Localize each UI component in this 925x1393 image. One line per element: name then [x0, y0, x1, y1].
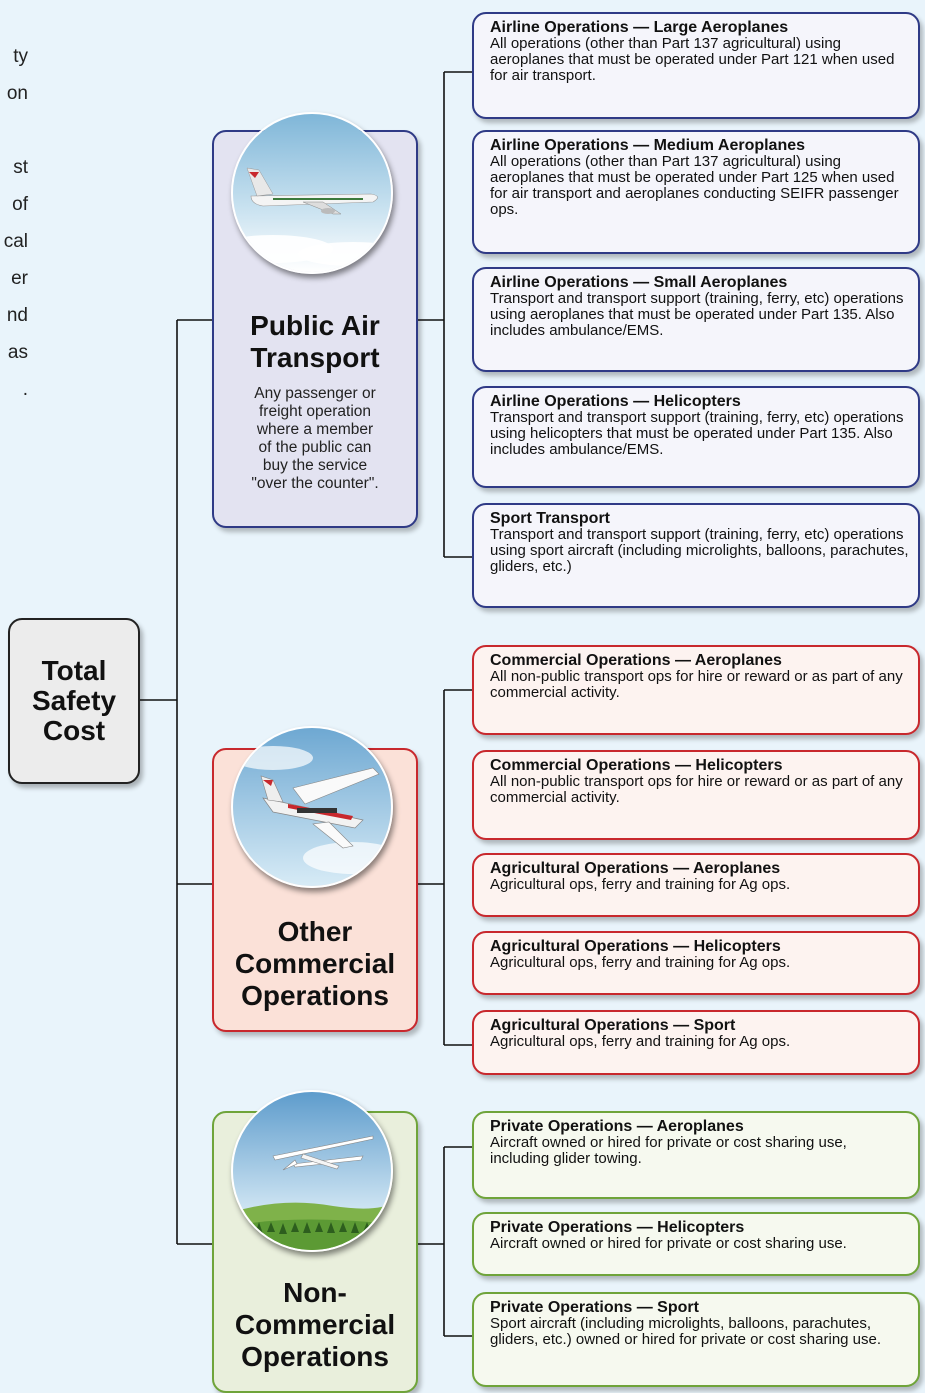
description-line: where a member [256, 421, 374, 438]
item-airline-helicopters: Airline Operations — Helicopters Transpo… [472, 386, 920, 488]
description-line: of the public can [258, 439, 372, 456]
description-line: buy the service [262, 457, 368, 474]
text-fragment: cal [3, 231, 28, 252]
item-description: All non-public transport ops for hire or… [490, 668, 903, 701]
truncated-body-text: ty on st of cal er nd as . [0, 38, 28, 408]
item-title: Private Operations — Sport [490, 1299, 699, 1316]
category-title-line: Commercial [234, 1309, 396, 1340]
airliner-photo-icon [231, 112, 393, 274]
description-line: freight operation [258, 403, 372, 420]
item-title: Private Operations — Helicopters [490, 1219, 745, 1236]
category-title-line: Operations [241, 980, 389, 1011]
text-fragment [0, 112, 28, 149]
root-label-line: Cost [42, 715, 106, 746]
item-agricultural-sport: Agricultural Operations — Sport Agricult… [472, 1010, 920, 1075]
item-description: Agricultural ops, ferry and training for… [490, 1033, 791, 1050]
item-title: Airline Operations — Small Aeroplanes [490, 274, 788, 291]
item-title: Sport Transport [490, 510, 611, 527]
category-title-line: Operations [241, 1341, 389, 1372]
root-label-line: Safety [31, 685, 117, 716]
category-title-line: Transport [250, 342, 380, 373]
text-fragment: er [11, 268, 28, 289]
item-description: Transport and transport support (trainin… [490, 290, 904, 339]
item-description: All non-public transport ops for hire or… [490, 773, 903, 806]
description-line: Any passenger or [254, 385, 376, 402]
item-description: All operations (other than Part 137 agri… [490, 153, 899, 218]
item-title: Agricultural Operations — Aeroplanes [490, 860, 781, 877]
item-description: Agricultural ops, ferry and training for… [490, 876, 791, 893]
item-private-aeroplanes: Private Operations — Aeroplanes Aircraft… [472, 1111, 920, 1199]
category-title: Non- Commercial Operations [214, 1277, 416, 1373]
item-title: Commercial Operations — Aeroplanes [490, 652, 782, 669]
item-description: Transport and transport support (trainin… [490, 526, 909, 575]
item-agricultural-aeroplanes: Agricultural Operations — Aeroplanes Agr… [472, 853, 920, 917]
item-title: Airline Operations — Medium Aeroplanes [490, 137, 806, 154]
item-commercial-helicopters: Commercial Operations — Helicopters All … [472, 750, 920, 840]
category-title: Public Air Transport [214, 310, 416, 374]
category-title-line: Non- [283, 1277, 347, 1308]
item-title: Airline Operations — Large Aeroplanes [490, 19, 789, 36]
item-title: Airline Operations — Helicopters [490, 393, 741, 410]
item-agricultural-helicopters: Agricultural Operations — Helicopters Ag… [472, 931, 920, 995]
item-description: Transport and transport support (trainin… [490, 409, 904, 458]
item-title: Commercial Operations — Helicopters [490, 757, 783, 774]
light-twin-aircraft-photo-icon [231, 726, 393, 888]
item-title: Agricultural Operations — Helicopters [490, 938, 781, 955]
category-title-line: Commercial [234, 948, 396, 979]
item-title: Agricultural Operations — Sport [490, 1017, 736, 1034]
category-title-line: Other [277, 916, 353, 947]
category-title: Other Commercial Operations [214, 916, 416, 1012]
item-sport-transport: Sport Transport Transport and transport … [472, 503, 920, 608]
item-airline-medium-aeroplanes: Airline Operations — Medium Aeroplanes A… [472, 130, 920, 254]
category-title-line: Public Air [250, 310, 380, 341]
text-fragment: st [13, 157, 28, 178]
item-airline-large-aeroplanes: Airline Operations — Large Aeroplanes Al… [472, 12, 920, 119]
total-safety-cost-box: Total Safety Cost [8, 618, 140, 784]
text-fragment: ty [13, 46, 28, 67]
text-fragment: on [6, 83, 28, 104]
glider-photo-icon [231, 1090, 393, 1252]
description-line: "over the counter". [251, 475, 379, 492]
item-description: Agricultural ops, ferry and training for… [490, 954, 791, 971]
root-label-line: Total [41, 655, 107, 686]
text-fragment: . [22, 379, 28, 400]
category-description: Any passenger or freight operation where… [232, 385, 398, 493]
text-fragment: as [7, 342, 28, 363]
item-description: Aircraft owned or hired for private or c… [490, 1134, 847, 1167]
item-airline-small-aeroplanes: Airline Operations — Small Aeroplanes Tr… [472, 267, 920, 372]
item-title: Private Operations — Aeroplanes [490, 1118, 744, 1135]
text-fragment: nd [6, 305, 28, 326]
item-commercial-aeroplanes: Commercial Operations — Aeroplanes All n… [472, 645, 920, 735]
text-fragment: of [12, 194, 28, 215]
item-description: Aircraft owned or hired for private or c… [490, 1235, 847, 1252]
item-description: All operations (other than Part 137 agri… [490, 35, 895, 84]
item-private-helicopters: Private Operations — Helicopters Aircraf… [472, 1212, 920, 1276]
item-description: Sport aircraft (including microlights, b… [490, 1315, 882, 1348]
item-private-sport: Private Operations — Sport Sport aircraf… [472, 1292, 920, 1387]
